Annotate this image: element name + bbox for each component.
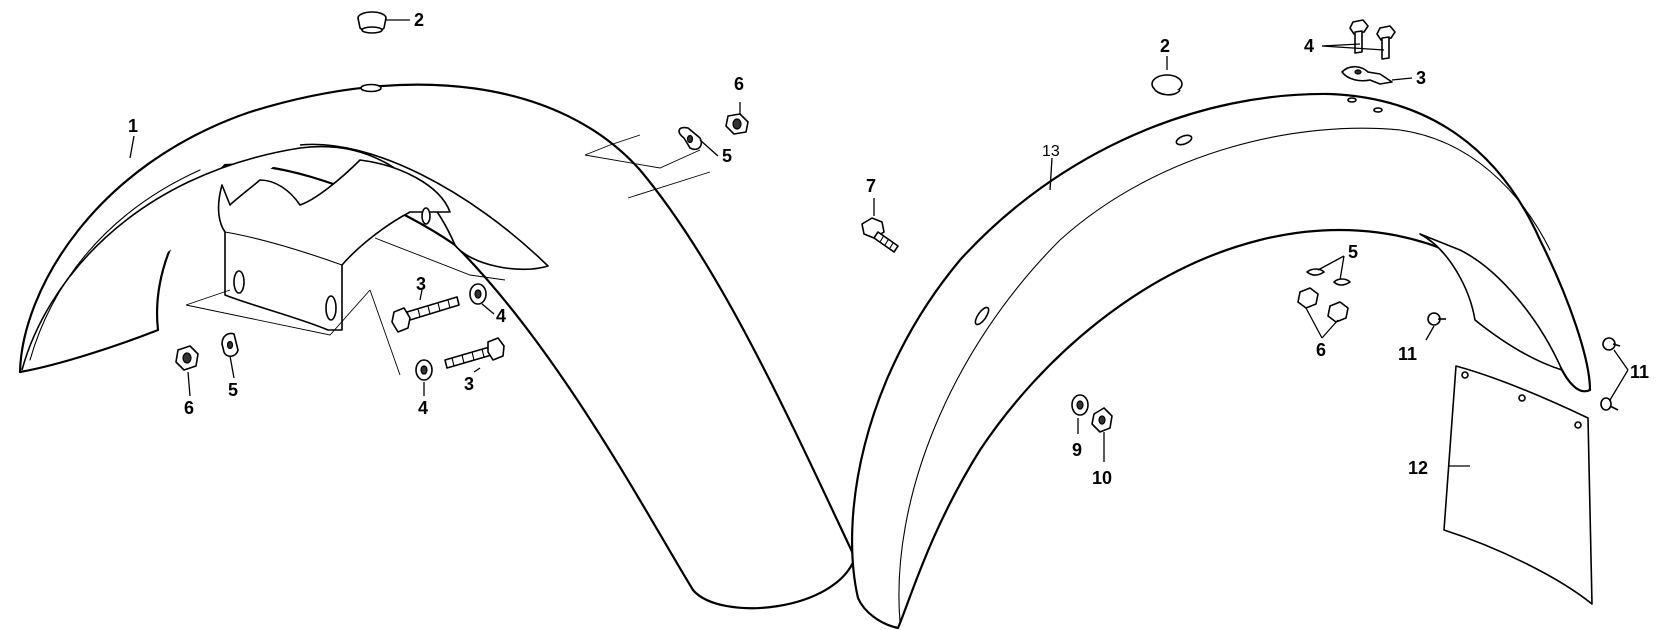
callout-rear-bolts: 4 <box>1304 36 1314 56</box>
front-fender-inner-edge <box>29 169 201 361</box>
front-bolt-upper <box>391 296 460 333</box>
front-bracket-hole-right <box>325 295 337 321</box>
front-bracket-hole-left <box>233 270 245 294</box>
front-nut-right <box>725 113 749 135</box>
callout-front-washer-upper: 4 <box>496 306 506 326</box>
rear-lockwashers <box>1306 268 1351 286</box>
callout-rear-lockwashers: 5 <box>1348 242 1358 262</box>
rear-rivet-left <box>1427 312 1446 326</box>
rear-nut <box>1091 407 1113 433</box>
callout-rear-plug: 2 <box>1160 36 1170 56</box>
rear-plug <box>1151 74 1183 96</box>
front-leaders <box>129 19 741 397</box>
rear-mud-flap <box>1443 365 1593 605</box>
callout-front-lockwasher-right: 5 <box>722 146 732 166</box>
front-guide-left <box>185 289 371 336</box>
callout-rear-nut: 10 <box>1092 468 1112 488</box>
rear-leaders <box>1049 43 1629 467</box>
front-fender <box>18 83 857 610</box>
callout-front-nut-right: 6 <box>734 74 744 94</box>
front-callouts: 1 2 6 5 3 4 3 4 5 6 <box>128 10 744 418</box>
callout-rear-washer: 9 <box>1072 440 1082 460</box>
callout-rear-rivets-right: 11 <box>1630 362 1649 382</box>
front-lockwasher-left <box>221 332 239 358</box>
front-guide-bolt <box>369 237 506 376</box>
callout-front-bolt-lower: 3 <box>464 374 474 394</box>
front-fender-mount-bracket <box>217 159 451 331</box>
rear-fender-hole-1 <box>1175 134 1193 146</box>
rear-fender-hole-4 <box>1373 107 1383 113</box>
rear-fender-hole-2 <box>974 306 990 326</box>
callout-front-fender: 1 <box>128 116 138 136</box>
callout-front-bolt-upper: 3 <box>416 274 426 294</box>
rear-fender-hole-3 <box>1347 97 1357 103</box>
rear-fender-shell <box>850 92 1592 630</box>
rear-rivets-right <box>1600 337 1621 411</box>
callout-front-lockwasher-left: 5 <box>228 380 238 400</box>
rear-bracket <box>1341 65 1393 85</box>
front-washer-lower <box>415 359 433 381</box>
front-lockwasher-right <box>678 126 703 151</box>
callout-rear-mud-flap: 12 <box>1408 458 1428 478</box>
front-bracket-fold <box>224 231 343 266</box>
rear-fender-inner-edge <box>1419 233 1563 371</box>
callout-rear-bracket: 3 <box>1416 68 1426 88</box>
front-fender-inner-rim <box>21 143 549 371</box>
callout-front-plug: 2 <box>414 10 424 30</box>
center-bolt: 7 <box>861 176 899 253</box>
front-bracket-hole-top <box>421 207 431 225</box>
front-washer-upper <box>469 283 487 305</box>
front-nut-left <box>175 345 199 371</box>
callout-rear-nuts: 6 <box>1316 340 1326 360</box>
rear-fender <box>850 92 1592 630</box>
rear-washer <box>1071 394 1089 416</box>
rear-bolts <box>1349 19 1396 60</box>
front-fender-top-hole <box>360 83 382 93</box>
rear-fender-inner-line <box>898 127 1551 623</box>
callout-front-washer-lower: 4 <box>418 398 428 418</box>
front-plug <box>357 11 387 34</box>
rear-nuts <box>1297 287 1349 323</box>
callout-rear-rivet-left: 11 <box>1398 344 1417 364</box>
front-bolt-lower <box>444 337 505 369</box>
callout-center-bolt: 7 <box>866 176 876 196</box>
callout-rear-fender: 13 <box>1042 143 1060 160</box>
rear-callouts: 2 4 3 13 5 6 9 10 11 11 12 <box>1042 36 1649 488</box>
front-guide-right <box>584 134 711 199</box>
callout-front-nut-left: 6 <box>184 398 194 418</box>
